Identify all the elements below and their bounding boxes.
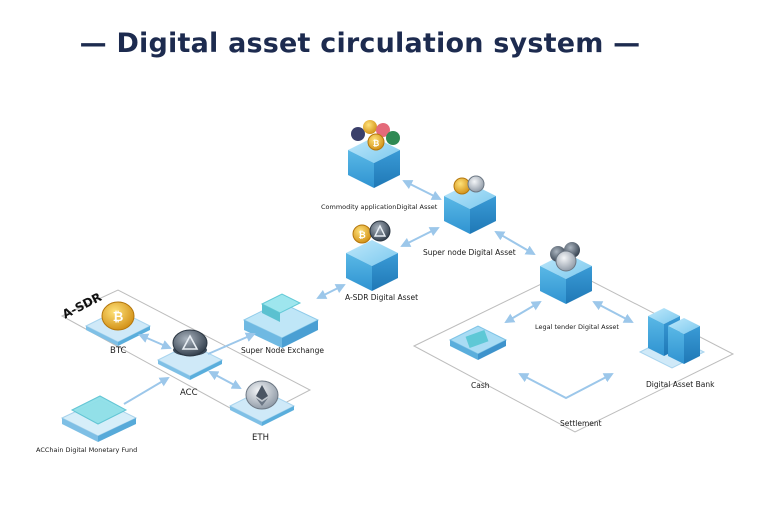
fund-label: ACChain Digital Monetary Fund [36,446,138,454]
acc-coin-icon [172,329,208,357]
arrow-commodity-supernode [402,180,442,200]
supernode-coins-icon [453,175,485,195]
arrow-supernode-legal [494,230,536,256]
arrow-settlement [518,373,614,400]
page-title: — Digital asset circulation system — [79,28,641,59]
eth-label: ETH [252,433,269,443]
legal-tender-coins-icon [550,242,580,272]
btc-coin-icon: ₿ [101,301,135,331]
arrow-legal-bank [592,301,634,323]
settlement-label: Settlement [560,419,602,428]
bank-label: Digital Asset Bank [646,380,715,389]
svg-text:₿: ₿ [113,310,124,325]
btc-label: BTC [110,346,127,356]
asdr-asset-label: A-SDR Digital Asset [345,293,419,302]
exchange-block-icon [242,293,320,348]
commodity-label: Commodity applicationDigital Asset [321,203,438,211]
left-platform [60,289,312,421]
arrow-asdr-supernode [400,227,440,247]
svg-text:₿: ₿ [358,230,365,241]
eth-coin-icon [245,380,279,410]
connection-arrows [123,180,634,405]
supernode-cube-icon [444,183,496,234]
arrow-btc-acc [138,333,172,350]
acc-label: ACC [180,388,198,398]
super-node-exchange-label: Super Node Exchange [241,346,324,355]
arrow-fund-acc [123,376,170,405]
asdr-cube-icon [346,240,398,291]
commodity-coins-icon: ₿ [351,120,400,151]
super-node-asset-label: Super node Digital Asset [423,248,516,257]
bank-servers-icon [638,308,706,369]
arrow-acc-eth [208,371,242,389]
svg-text:₿: ₿ [373,139,380,148]
arrow-legal-cash [504,300,542,324]
legal-tender-label: Legal tender Digital Asset [535,323,619,331]
cash-icon [448,325,508,360]
fund-device-icon [60,395,138,442]
right-platform [412,269,735,433]
arrow-acc-exchange [207,332,256,355]
cash-label: Cash [471,381,490,390]
asdr-coins-icon: ₿ [352,220,391,244]
arrow-exchange-asdr [316,284,346,299]
